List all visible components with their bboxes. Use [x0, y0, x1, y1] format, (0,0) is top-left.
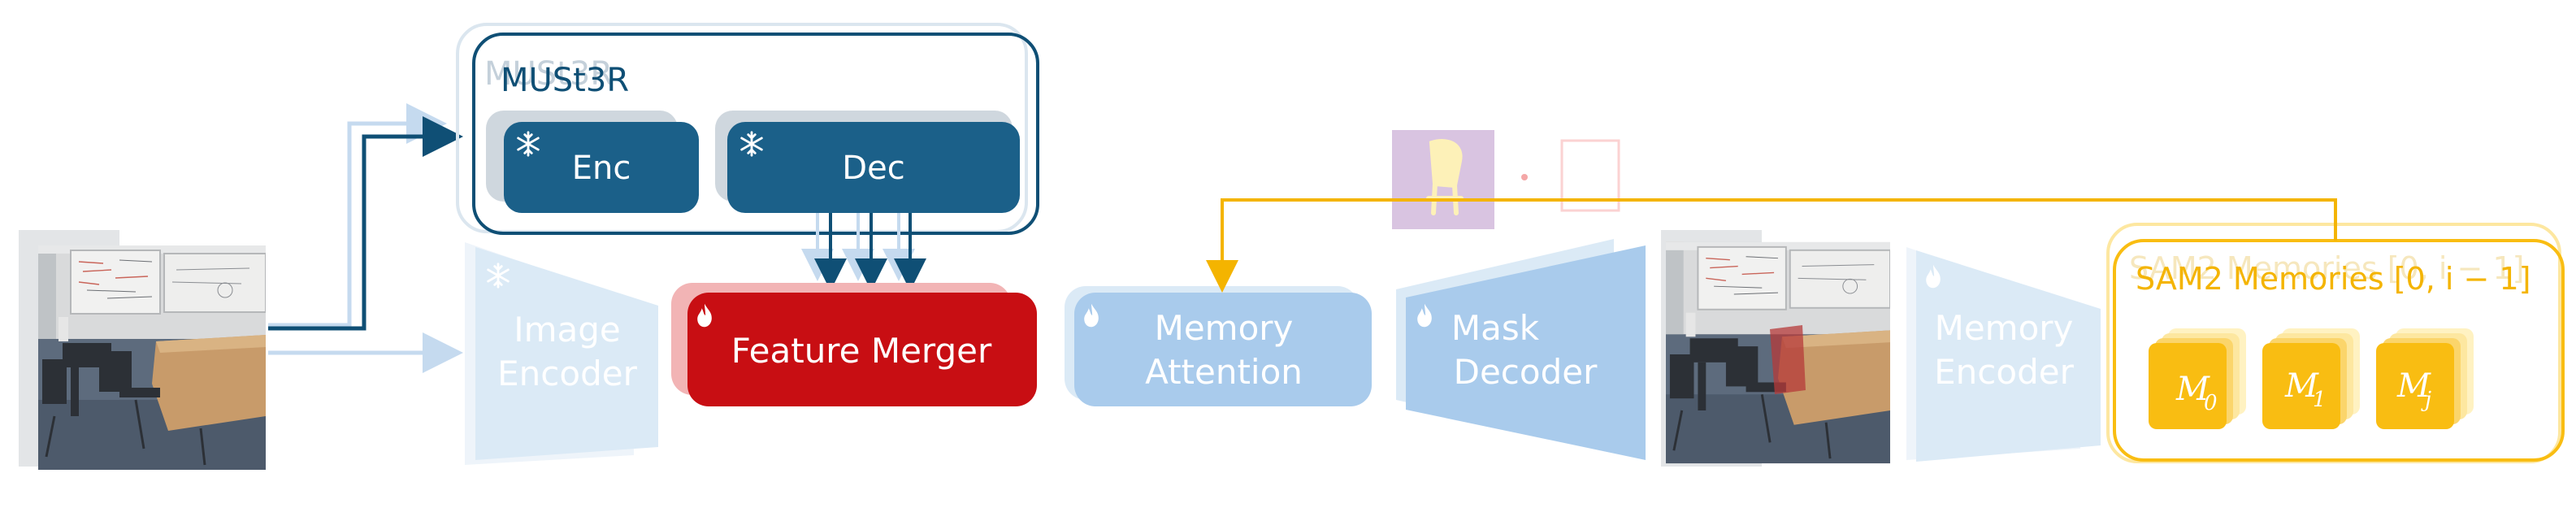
prompt-icons [1392, 130, 1620, 229]
memory-feedback-arrow [1206, 198, 2337, 293]
mask-decoder: Mask Decoder [1396, 239, 1646, 460]
memory-m1-sub: 1 [2313, 388, 2327, 412]
decoder-to-merger-arrows [801, 213, 926, 291]
output-image [1661, 230, 1890, 467]
must3r-title: MUSt3R [501, 62, 629, 99]
memory-mj-base: M [2396, 367, 2431, 405]
memory-attention: Memory Attention [1065, 286, 1372, 406]
feature-merger: Feature Merger [671, 283, 1037, 406]
must3r-block: MUSt3R MUSt3R Enc Dec [456, 23, 1039, 235]
memory-encoder-line1: Memory [1935, 308, 2074, 348]
feature-merger-label: Feature Merger [731, 331, 992, 371]
memory-m1-base: M [2284, 367, 2319, 405]
mask-decoder-line1: Mask [1451, 308, 1540, 348]
point-icon [1521, 174, 1528, 180]
sam2-memories-title: SAM2 Memories [0, i − 1] [2136, 261, 2530, 297]
memory-m0-base: M [2175, 371, 2210, 408]
must3r-title-ghost: MUSt3R [484, 55, 613, 93]
memory-encoder-line2: Encoder [1934, 352, 2074, 392]
encoder-label: Enc [572, 150, 631, 187]
sam2-memories-title-ghost: SAM2 Memories [0, i − 1] [2129, 250, 2524, 286]
memory-mj: M j [2376, 328, 2474, 429]
input-arrows [268, 103, 463, 373]
memory-m0-sub: 0 [2204, 391, 2218, 415]
memory-m1: M 1 [2262, 328, 2360, 429]
input-image [19, 230, 266, 470]
image-encoder-line2: Encoder [497, 354, 637, 393]
memory-m0: M 0 [2149, 328, 2246, 429]
memory-attention-line2: Attention [1145, 352, 1303, 392]
encoder-box [504, 122, 699, 213]
image-encoder-line1: Image [514, 310, 621, 350]
memory-attention-line1: Memory [1155, 308, 1294, 348]
memory-encoder: Memory Encoder [1906, 247, 2101, 462]
box-icon [1560, 139, 1620, 212]
image-encoder: Image Encoder [465, 242, 658, 465]
decoder-label: Dec [842, 150, 904, 187]
mask-decoder-line2: Decoder [1454, 352, 1598, 392]
sam2-memories-bank: SAM2 Memories [0, i − 1] SAM2 Memories [… [2106, 223, 2565, 463]
decoder-box [727, 122, 1020, 213]
